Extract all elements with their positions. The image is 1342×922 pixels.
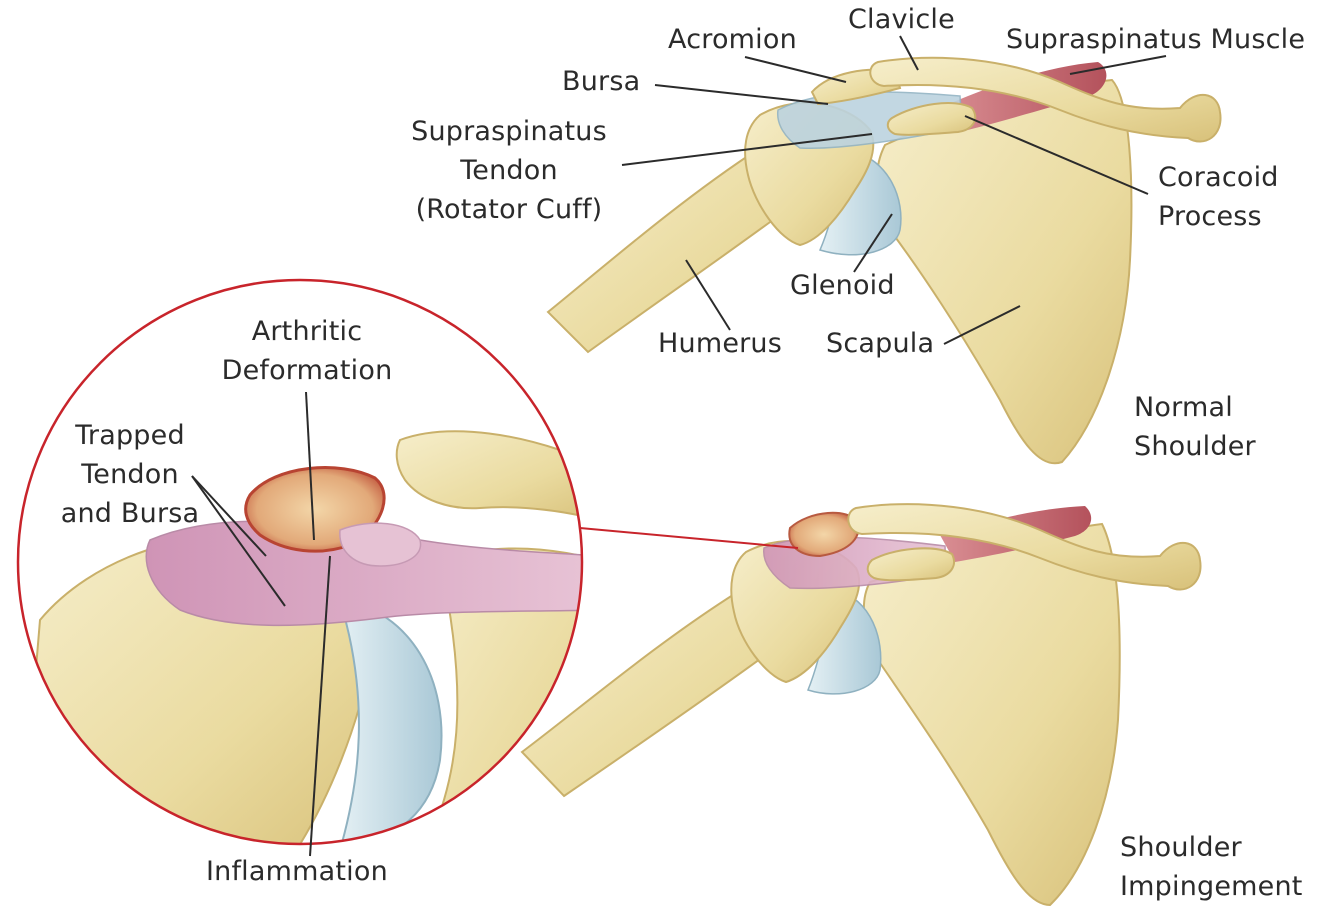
label-scapula: Scapula [826, 328, 935, 359]
leader-trapped-2 [191, 475, 286, 607]
label-humerus: Humerus [658, 328, 783, 359]
leader-inflammation [309, 555, 331, 857]
label-arthritic-deformation: Arthritic Deformation [221, 316, 393, 386]
label-glenoid: Glenoid [790, 270, 895, 301]
leader-humerus [685, 259, 731, 331]
zoom-clavicle-shape [395, 430, 582, 522]
impingement-clavicle-shape [847, 503, 1202, 591]
normal-scapula-shape [875, 78, 1133, 465]
label-supraspinatus-muscle: Supraspinatus Muscle [1006, 24, 1306, 55]
label-acromion: Acromion [668, 24, 797, 55]
impingement-shoulder-illustration [520, 503, 1202, 907]
label-shoulder-impingement: Shoulder Impingement [1120, 832, 1303, 902]
normal-clavicle-shape [869, 56, 1222, 143]
impingement-acromion-shape [788, 511, 860, 558]
label-supraspinatus-tendon: Supraspinatus Tendon (Rotator Cuff) [411, 116, 607, 225]
zoom-ring [16, 278, 584, 846]
leader-acromion [744, 56, 847, 83]
normal-coracoid-shape [886, 102, 977, 136]
leader-clavicle [899, 35, 919, 71]
impingement-coracoid-shape [866, 547, 955, 582]
label-normal-shoulder: Normal Shoulder [1134, 392, 1256, 462]
leader-coracoid-process [964, 115, 1149, 195]
leader-lines [191, 35, 1167, 857]
label-trapped-tendon-bursa: Trapped Tendon and Bursa [60, 420, 200, 529]
leader-scapula [943, 305, 1021, 345]
leader-trapped-1 [191, 475, 267, 557]
leader-bursa [654, 84, 829, 105]
label-coracoid-process: Coracoid Process [1158, 162, 1279, 232]
normal-shoulder-illustration [546, 56, 1222, 465]
label-bursa: Bursa [562, 66, 641, 97]
zoom-connector-line [579, 527, 799, 549]
leader-supraspinatus-tendon [621, 133, 873, 166]
leader-arthritic-deformation [305, 391, 315, 541]
label-inflammation: Inflammation [206, 856, 388, 887]
zoom-inset [16, 278, 799, 846]
leader-glenoid [853, 213, 893, 273]
leader-supraspinatus-muscle [1069, 55, 1167, 75]
label-clavicle: Clavicle [848, 4, 955, 35]
zoom-bursa-shape [339, 522, 422, 567]
